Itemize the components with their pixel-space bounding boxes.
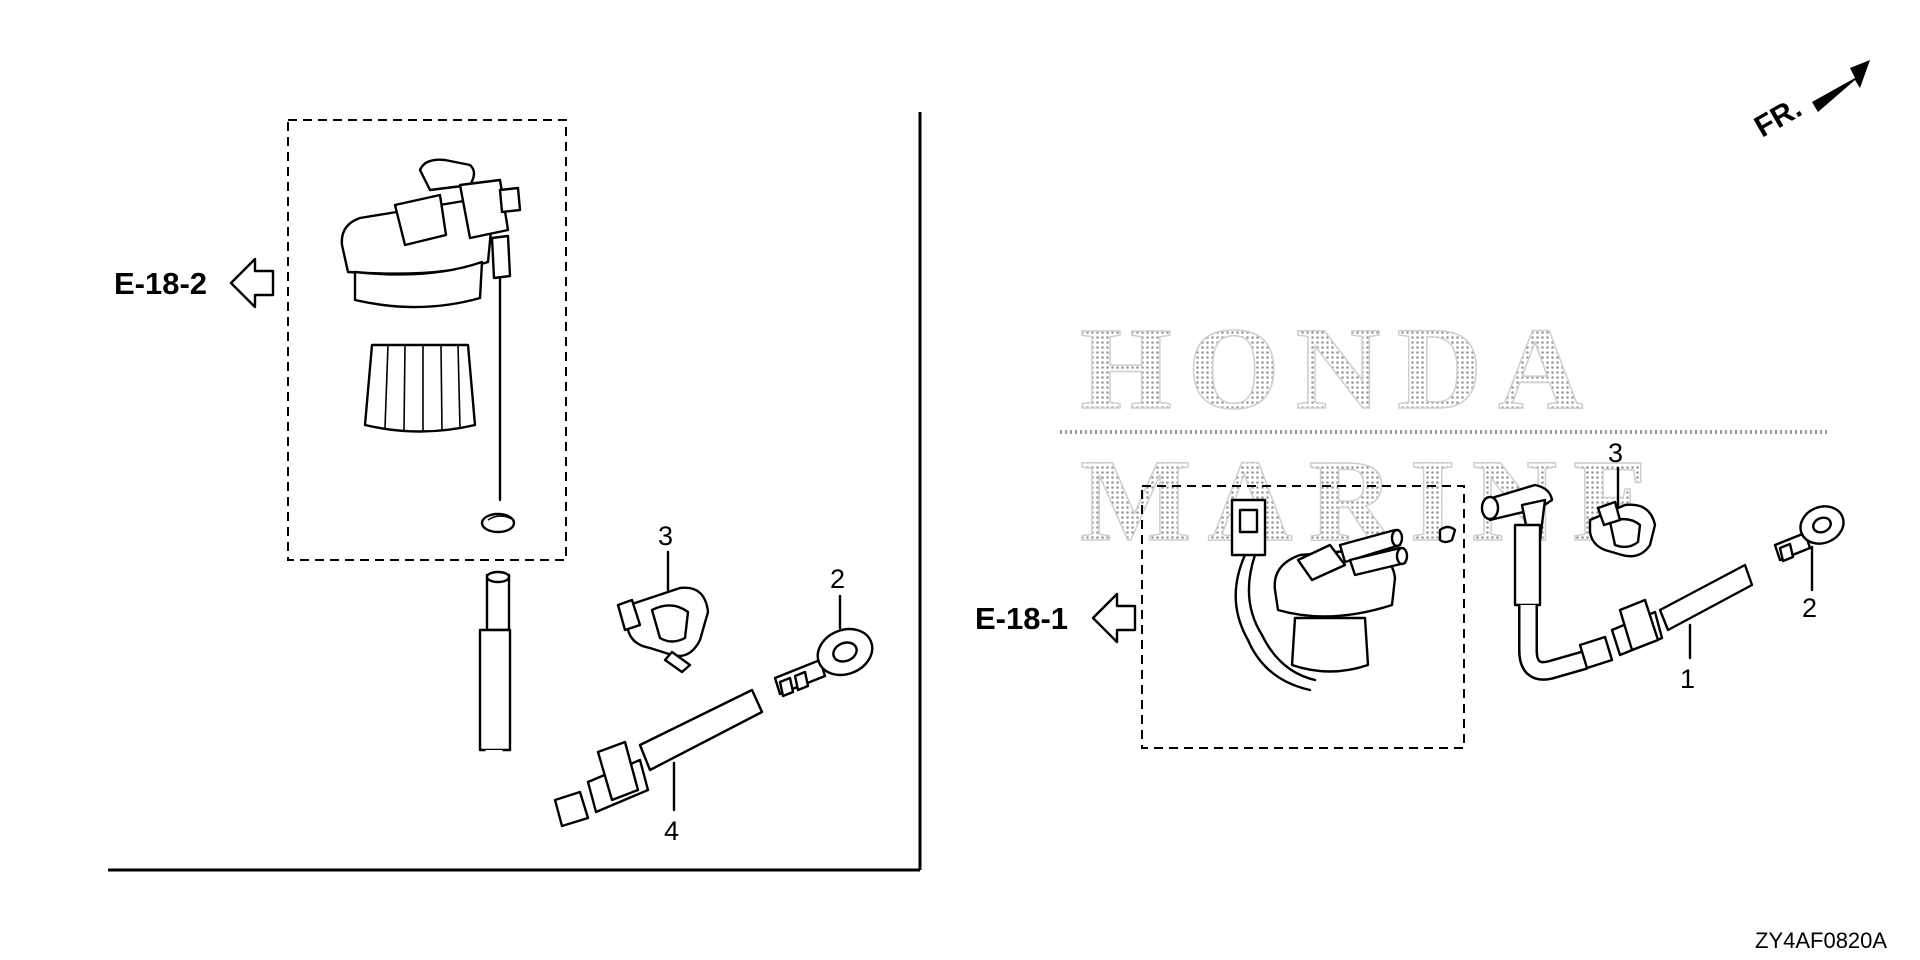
harness-left (478, 570, 764, 837)
callouts-right: 3 2 1 (1608, 438, 1817, 694)
left-filter-group-box (287, 119, 567, 561)
callout-left-harness: 4 (664, 816, 679, 846)
terminal-right (1773, 505, 1845, 563)
right-filter-group-box (1141, 485, 1465, 749)
diagram-code: ZY4AF0820A (1755, 928, 1887, 953)
callouts-left: 3 2 4 (658, 521, 845, 846)
callout-right-terminal: 2 (1802, 593, 1817, 623)
front-direction-indicator: FR. (1749, 60, 1870, 144)
left-arrow-icon (229, 257, 275, 309)
right-arrow-icon (1091, 592, 1137, 644)
terminal-left (773, 627, 874, 698)
reference-label-right: E-18-1 (975, 601, 1068, 636)
reference-label-left: E-18-2 (114, 266, 207, 301)
left-panel-frame (108, 112, 922, 872)
clip-left (616, 586, 710, 674)
callout-left-terminal: 2 (830, 564, 845, 594)
reference-e-18-1[interactable]: E-18-1 (975, 592, 1137, 644)
reference-e-18-2[interactable]: E-18-2 (114, 257, 275, 309)
front-direction-label: FR. (1749, 91, 1807, 144)
clip-right (1588, 500, 1657, 558)
callout-left-clip: 3 (658, 521, 673, 551)
watermark-line1: HONDA (1080, 303, 1599, 434)
front-arrow-icon (1812, 60, 1870, 112)
callout-right-clip: 3 (1608, 438, 1623, 468)
harness-right (1480, 483, 1754, 681)
callout-right-harness: 1 (1680, 664, 1695, 694)
fuel-filter-left (340, 158, 522, 534)
fuel-filter-right (1230, 498, 1457, 692)
